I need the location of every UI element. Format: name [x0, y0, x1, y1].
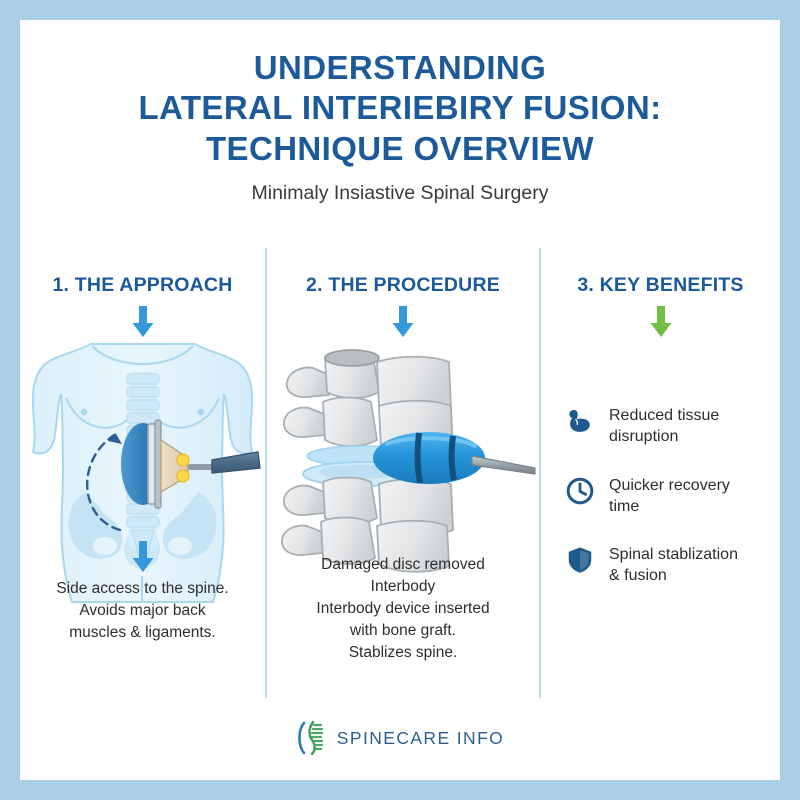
column-approach: 1. THE APPROACH: [20, 236, 265, 716]
retractor-device: [121, 419, 261, 509]
column-1-arrow-wrap: [20, 306, 265, 340]
column-procedure: 2. THE PROCEDURE: [267, 236, 539, 716]
down-arrow-icon: [132, 541, 153, 572]
column-divider-2: [539, 248, 541, 698]
caption-line: Side access to the spine.: [56, 580, 229, 597]
column-1-heading: 1. THE APPROACH: [52, 274, 233, 296]
benefit-label: Spinal stablization & fusion: [609, 543, 738, 587]
footer: SPINECARE INFO: [20, 720, 780, 756]
vertebrae-interbody-cage-illustration: [267, 340, 539, 580]
title-line-2: LATERAL INTERIEBIRY FUSION:: [138, 89, 662, 127]
benefit-label: Quicker recovery time: [609, 474, 730, 518]
benefit-line: disruption: [609, 428, 679, 446]
benefit-item: Reduced tissue disruption: [563, 404, 775, 448]
infographic-page: UNDERSTANDING LATERAL INTERIEBIRY FUSION…: [20, 20, 780, 780]
caption-line: Stablizes spine.: [348, 644, 458, 661]
access-path-arrow: [86, 432, 122, 532]
benefits-list: Reduced tissue disruption Quicker recove…: [563, 404, 775, 613]
caption-line: with bone graft.: [350, 622, 456, 639]
benefit-line: Spinal stablization: [609, 546, 738, 564]
benefit-label: Reduced tissue disruption: [609, 404, 719, 448]
caption-line: Damaged disc removed: [321, 556, 485, 573]
benefit-item: Quicker recovery time: [563, 474, 775, 518]
shield-icon: [563, 543, 597, 577]
page-title: UNDERSTANDING LATERAL INTERIEBIRY FUSION…: [20, 48, 780, 169]
flexed-biceps-icon: [563, 404, 597, 438]
down-arrow-icon: [132, 306, 153, 337]
column-2-caption: Damaged disc removed Interbody Interbody…: [267, 554, 539, 664]
down-arrow-icon: [392, 306, 414, 337]
benefit-line: Quicker recovery: [609, 476, 730, 494]
caption-line: Interbody device inserted: [316, 600, 490, 617]
spine-logo-icon: [296, 720, 328, 756]
torso-lateral-access-illustration: [20, 340, 265, 610]
benefit-line: Reduced tissue: [609, 407, 720, 424]
column-3-arrow-wrap: [541, 306, 780, 340]
benefit-item: Spinal stablization & fusion: [563, 543, 775, 587]
title-line-1: UNDERSTANDING: [253, 49, 547, 86]
caption-line: Avoids major back: [79, 602, 206, 619]
column-1-bottom-arrow-wrap: [20, 541, 265, 575]
column-1-caption: Side access to the spine. Avoids major b…: [20, 578, 265, 644]
title-line-3: TECHNIQUE OVERVIEW: [206, 129, 594, 167]
interbody-cage: [373, 432, 485, 484]
column-key-benefits: 3. KEY BENEFITS Reduced tissue: [541, 236, 780, 716]
caption-line: muscles & ligaments.: [69, 624, 216, 641]
column-divider-1: [265, 248, 267, 698]
brand-name: SPINECARE INFO: [336, 727, 505, 748]
header: UNDERSTANDING LATERAL INTERIEBIRY FUSION…: [20, 20, 780, 205]
column-2-heading: 2. THE PROCEDURE: [306, 274, 500, 296]
page-subtitle: Minimaly Insiastive Spinal Surgery: [251, 181, 549, 204]
caption-line: Interbody: [370, 578, 436, 595]
columns-container: 1. THE APPROACH: [20, 236, 780, 716]
column-3-heading: 3. KEY BENEFITS: [577, 274, 744, 296]
clock-icon: [563, 474, 597, 508]
benefit-line: time: [609, 497, 640, 515]
benefit-line: & fusion: [609, 567, 667, 585]
column-2-arrow-wrap: [267, 306, 539, 340]
down-arrow-icon: [650, 306, 671, 337]
